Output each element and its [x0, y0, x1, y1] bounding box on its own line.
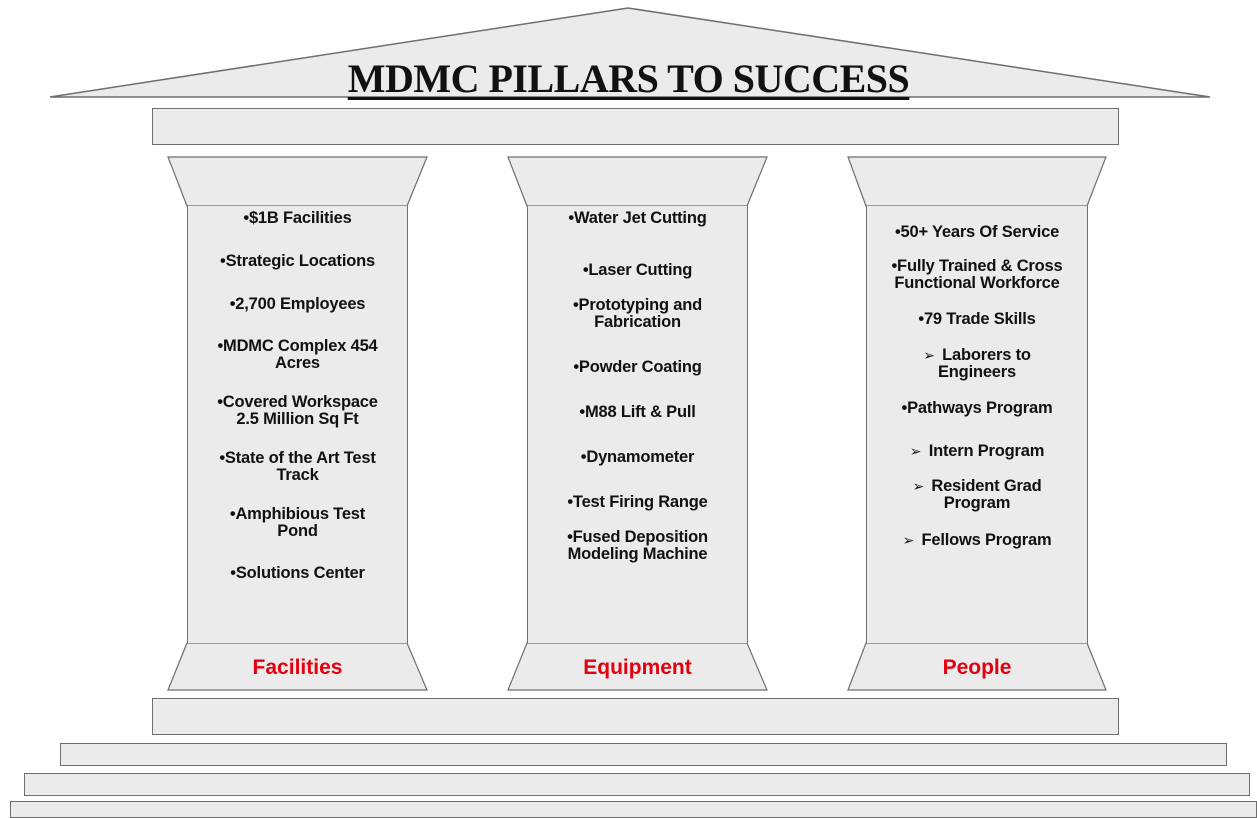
- list-item: •Strategic Locations: [220, 252, 375, 270]
- list-item: •Fused Deposition Modeling Machine: [567, 528, 708, 563]
- list-item: •Amphibious Test Pond: [229, 505, 366, 540]
- list-item: •MDMC Complex 454 Acres: [217, 337, 378, 372]
- list-item: •Powder Coating: [573, 358, 702, 376]
- list-item: •$1B Facilities: [243, 209, 352, 227]
- list-item: •Fully Trained & Cross Functional Workfo…: [891, 257, 1063, 292]
- list-item-sub: Laborers to Engineers: [923, 347, 1031, 381]
- list-item: •Pathways Program: [901, 399, 1053, 417]
- list-item: •Solutions Center: [230, 564, 365, 582]
- capital-facilities: [167, 156, 428, 207]
- list-item-sub: Resident Grad Program: [912, 478, 1041, 512]
- list-item: •Water Jet Cutting: [568, 209, 707, 227]
- list-item: •79 Trade Skills: [918, 310, 1036, 328]
- capital-equipment: [507, 156, 768, 207]
- list-item: •M88 Lift & Pull: [579, 403, 696, 421]
- step-2: [24, 773, 1250, 796]
- list-item: •Laser Cutting: [582, 261, 693, 279]
- list-item: •Prototyping and Fabrication: [572, 296, 703, 331]
- stylobate: [152, 698, 1119, 735]
- pillar-items-facilities: •$1B Facilities •Strategic Locations •2,…: [187, 206, 408, 582]
- pillar-label-equipment: Equipment: [583, 656, 692, 679]
- pillar-items-equipment: •Water Jet Cutting •Laser Cutting •Proto…: [527, 206, 748, 563]
- architrave: [152, 108, 1119, 145]
- list-item: •2,700 Employees: [229, 295, 366, 313]
- step-1: [60, 743, 1227, 766]
- shaft-facilities: [187, 206, 408, 643]
- pillar-items-people: •50+ Years Of Service •Fully Trained & C…: [866, 206, 1088, 549]
- list-item: •Covered Workspace 2.5 Million Sq Ft: [217, 393, 378, 428]
- capital-people: [847, 156, 1107, 207]
- pillar-label-people: People: [942, 656, 1012, 679]
- pillar-label-facilities: Facilities: [252, 656, 343, 679]
- list-item: •Dynamometer: [580, 448, 695, 466]
- shaft-equipment: [527, 206, 748, 643]
- list-item: •Test Firing Range: [567, 493, 708, 511]
- shaft-people: [866, 206, 1088, 643]
- list-item-sub: Fellows Program: [903, 532, 1051, 549]
- list-item: •State of the Art Test Track: [219, 449, 376, 484]
- list-item-sub: Intern Program: [910, 443, 1045, 460]
- list-item: •50+ Years Of Service: [894, 223, 1060, 241]
- page-title: MDMC PILLARS TO SUCCESS: [347, 56, 910, 101]
- step-3: [10, 801, 1257, 818]
